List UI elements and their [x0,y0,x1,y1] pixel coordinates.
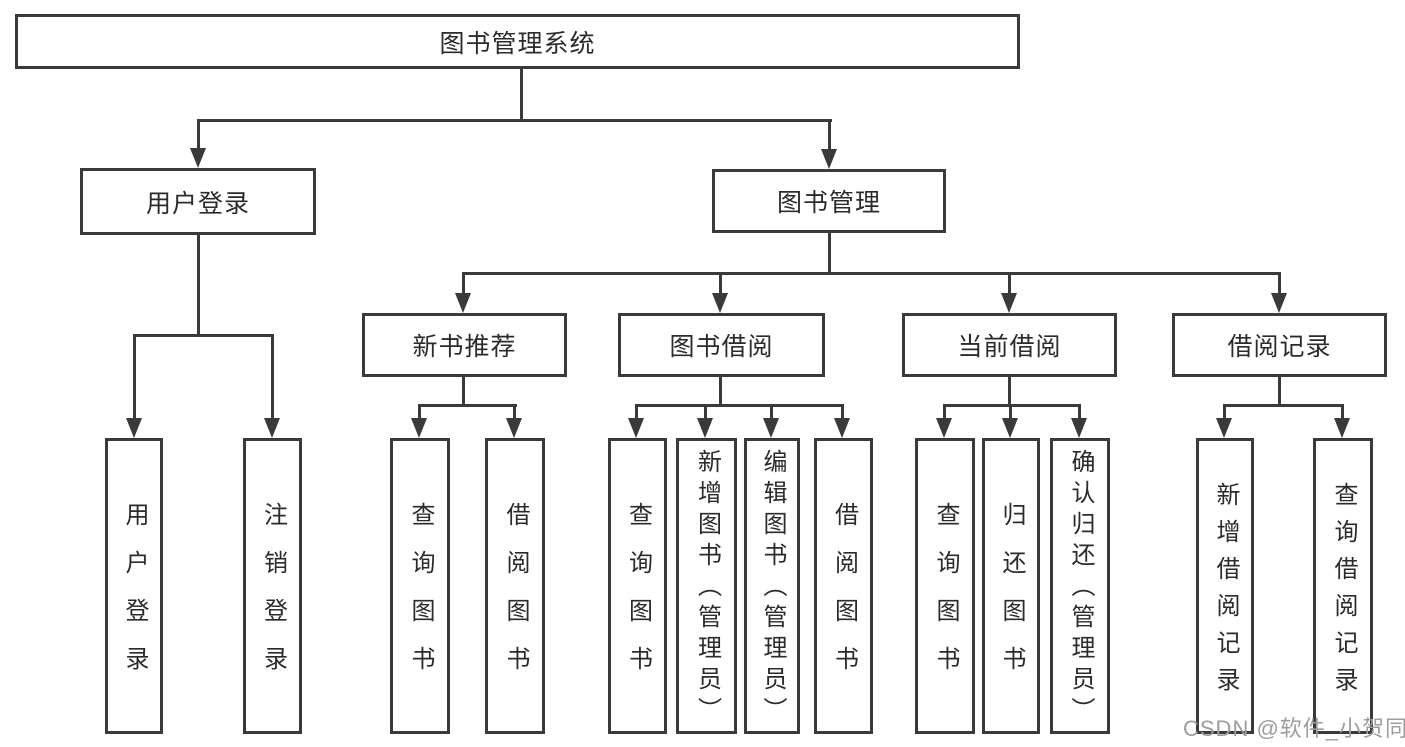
connector-user-login-bar [133,334,274,337]
connector-drop-user-login [197,119,200,149]
leaf-query-books-borrow: 查询图书 [608,438,667,734]
node-book-management-label: 图书管理 [776,189,881,217]
connector-drop-leaf [635,404,638,420]
leaf-logout: 注销登录 [243,438,302,734]
connector-user-login-stem [197,235,200,337]
arrowhead [1002,418,1018,438]
leaf-query-books-label: 查询图书 [407,502,434,694]
leaf-logout-label: 注销登录 [259,502,287,694]
connector-book-management-bar [462,272,1281,275]
arrowhead [1071,418,1087,438]
leaf-user-login: 用户登录 [105,438,163,734]
connector-book-borrow-bar [635,404,844,407]
arrowhead [821,149,837,169]
node-user-login-label: 用户登录 [145,189,250,218]
node-current-borrow-label: 当前借阅 [957,333,1062,361]
connector-drop-leaf [943,404,946,420]
leaf-add-books-admin: 新增图书（管理员） [676,438,737,734]
leaf-add-books-admin-label: 新增图书（管理员） [693,448,721,728]
leaf-add-borrow-record: 新增借阅记录 [1196,438,1254,734]
arrowhead [126,418,142,438]
node-new-book-recommend-label: 新书推荐 [412,333,517,361]
leaf-edit-books-admin-label: 编辑图书（管理员） [759,448,786,728]
connector-current-borrow-stem [1008,377,1011,406]
leaf-borrow-books-label: 借阅图书 [502,502,529,694]
connector-drop-leaf [1009,404,1012,420]
connector-drop-leaf [418,404,421,420]
connector-drop-user-login-leaf [133,334,136,420]
connector-new-book-stem [462,377,465,406]
leaf-confirm-return-admin: 确认归还（管理员） [1050,438,1110,734]
connector-current-borrow-bar [943,404,1081,407]
arrowhead [1271,293,1287,313]
connector-drop-current-borrow [1008,272,1011,294]
arrowhead [1001,293,1017,313]
root-node-library-management-system: 图书管理系统 [15,14,1020,69]
arrowhead [455,293,471,313]
connector-root-stem [520,69,523,122]
connector-drop-new-book [462,272,465,294]
connector-drop-book-management [828,119,831,151]
leaf-return-books-label: 归还图书 [998,502,1025,694]
connector-drop-book-borrow [719,272,722,294]
node-borrow-record: 借阅记录 [1172,313,1387,377]
connector-drop-leaf [1078,404,1081,420]
connector-book-borrow-stem [719,377,722,406]
connector-new-book-bar [418,404,517,407]
arrowhead [1334,418,1350,438]
connector-drop-leaf [1223,404,1226,420]
connector-drop-leaf [841,404,844,420]
node-borrow-record-label: 借阅记录 [1227,333,1332,361]
arrowhead [190,148,206,168]
node-user-login: 用户登录 [80,168,316,235]
connector-drop-logout-leaf [271,334,274,420]
connector-book-management-stem [828,233,831,275]
connector-drop-leaf [513,404,516,420]
connector-borrow-record-stem [1278,377,1281,406]
leaf-user-login-label: 用户登录 [121,502,148,694]
leaf-query-borrow-record-label: 查询借阅记录 [1330,481,1357,704]
leaf-borrow-books: 借阅图书 [814,438,873,734]
arrowhead [411,418,427,438]
leaf-query-books-recommend: 查询图书 [390,438,450,734]
arrowhead [936,418,952,438]
leaf-add-borrow-record-label: 新增借阅记录 [1212,481,1239,704]
arrowhead [763,418,779,438]
leaf-confirm-return-admin-label: 确认归还（管理员） [1067,448,1094,728]
node-current-borrow: 当前借阅 [902,313,1117,377]
connector-borrow-record-bar [1223,404,1344,407]
leaf-query-borrow-record: 查询借阅记录 [1313,438,1373,734]
arrowhead [264,418,280,438]
arrowhead [506,418,522,438]
node-book-borrow: 图书借阅 [618,313,825,377]
csdn-watermark: CSDN @软件_小贺同学 [1183,716,1405,741]
arrowhead [834,418,850,438]
connector-root-bar [197,119,832,122]
arrowhead [697,418,713,438]
node-new-book-recommend: 新书推荐 [362,313,567,377]
arrowhead [628,418,644,438]
arrowhead [712,293,728,313]
leaf-query-books-label: 查询图书 [624,502,652,694]
leaf-borrow-books-label: 借阅图书 [830,502,858,694]
arrowhead [1216,418,1232,438]
node-book-borrow-label: 图书借阅 [669,333,774,361]
root-node-label: 图书管理系统 [439,29,596,58]
connector-drop-borrow-record [1278,272,1281,294]
leaf-borrow-books-recommend: 借阅图书 [485,438,545,734]
node-book-management: 图书管理 [712,169,946,233]
connector-drop-leaf [704,404,707,420]
connector-drop-leaf [770,404,773,420]
leaf-query-books-current: 查询图书 [915,438,975,734]
connector-drop-leaf [1341,404,1344,420]
leaf-edit-books-admin: 编辑图书（管理员） [744,438,800,734]
leaf-query-books-label: 查询图书 [932,502,959,694]
leaf-return-books: 归还图书 [982,438,1040,734]
